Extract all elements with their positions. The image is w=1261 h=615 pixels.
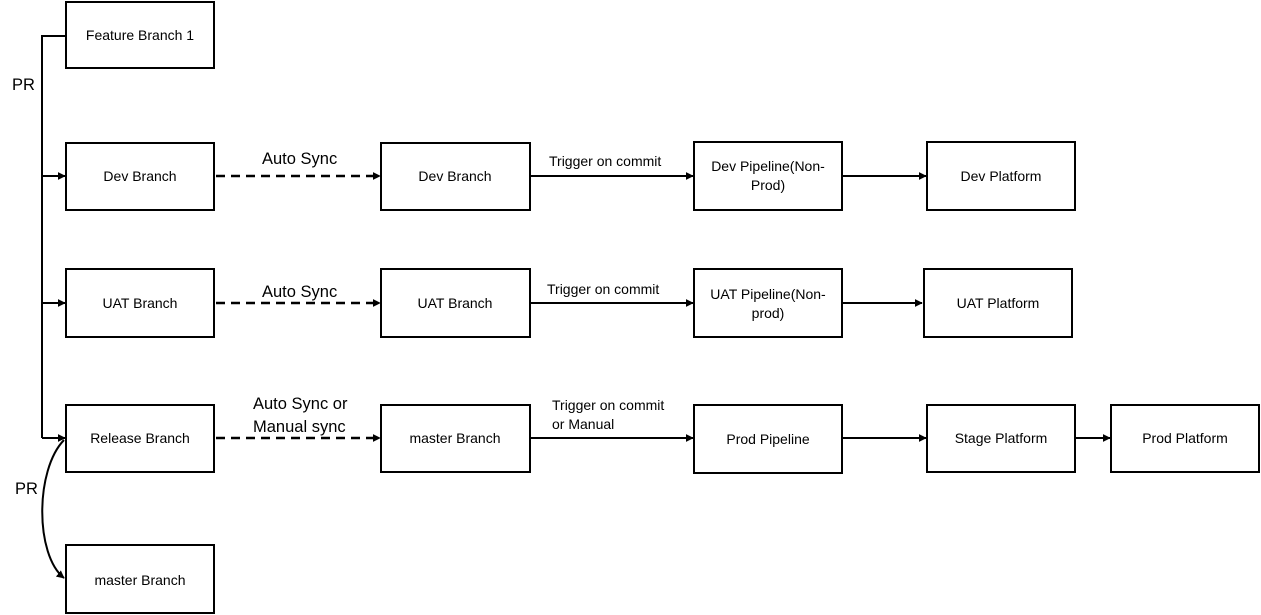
release-branch-label: Release Branch bbox=[90, 430, 190, 446]
sync-release-label-line-1: Auto Sync or bbox=[253, 395, 348, 413]
master-branch-target-label: master Branch bbox=[409, 430, 500, 446]
pr-trunk-line bbox=[41, 35, 66, 438]
trigger-prod-label-line-2: or Manual bbox=[552, 416, 614, 432]
uat-platform-box bbox=[923, 268, 1073, 338]
trigger-dev-label: Trigger on commit bbox=[549, 153, 661, 169]
dev-pipeline-label-line-1: Dev Pipeline(Non- bbox=[711, 158, 825, 174]
boxes bbox=[65, 1, 1260, 614]
edge-labels: PR PR Auto Sync Auto Sync Auto Sync or M… bbox=[12, 76, 664, 498]
trigger-prod-label-line-1: Trigger on commit bbox=[552, 397, 664, 413]
master-branch-source-box bbox=[65, 544, 215, 614]
dev-branch-target-label: Dev Branch bbox=[418, 168, 491, 184]
stage-platform-label: Stage Platform bbox=[955, 430, 1048, 446]
pr-release-to-master-curve bbox=[41, 439, 65, 579]
feature-branch-1-box bbox=[65, 1, 215, 69]
prod-platform-label: Prod Platform bbox=[1142, 430, 1228, 446]
dev-platform-box bbox=[926, 141, 1076, 211]
uat-pipeline-label-line-2: prod) bbox=[752, 305, 785, 321]
dev-platform-label: Dev Platform bbox=[961, 168, 1042, 184]
uat-platform-label: UAT Platform bbox=[957, 295, 1040, 311]
master-branch-target-box bbox=[380, 404, 531, 473]
uat-pipeline-box bbox=[693, 268, 843, 338]
sync-release-label-line-2: Manual sync bbox=[253, 418, 346, 436]
node-labels: Feature Branch 1 Dev Branch UAT Branch R… bbox=[86, 27, 1228, 588]
pr-bottom-label: PR bbox=[15, 480, 38, 498]
trigger-uat-label: Trigger on commit bbox=[547, 281, 659, 297]
prod-pipeline-box bbox=[693, 404, 843, 474]
dev-pipeline-box bbox=[693, 141, 843, 211]
prod-pipeline-label: Prod Pipeline bbox=[726, 431, 809, 447]
feature-branch-1-label: Feature Branch 1 bbox=[86, 27, 194, 43]
stage-platform-box bbox=[926, 404, 1076, 473]
dev-branch-source-label: Dev Branch bbox=[103, 168, 176, 184]
auto-sync-dev-label: Auto Sync bbox=[262, 150, 337, 168]
uat-branch-target-box bbox=[380, 268, 531, 338]
prod-platform-box bbox=[1110, 404, 1260, 473]
dev-pipeline-label-line-2: Prod) bbox=[751, 177, 785, 193]
dev-branch-target-box bbox=[380, 142, 531, 211]
uat-pipeline-label-line-1: UAT Pipeline(Non- bbox=[710, 286, 826, 302]
master-branch-source-label: master Branch bbox=[94, 572, 185, 588]
connectors bbox=[41, 35, 1111, 579]
auto-sync-uat-label: Auto Sync bbox=[262, 283, 337, 301]
uat-branch-target-label: UAT Branch bbox=[418, 295, 493, 311]
release-branch-box bbox=[65, 404, 215, 473]
uat-branch-source-box bbox=[65, 268, 215, 338]
pr-top-label: PR bbox=[12, 76, 35, 94]
uat-branch-source-label: UAT Branch bbox=[103, 295, 178, 311]
dev-branch-source-box bbox=[65, 142, 215, 211]
